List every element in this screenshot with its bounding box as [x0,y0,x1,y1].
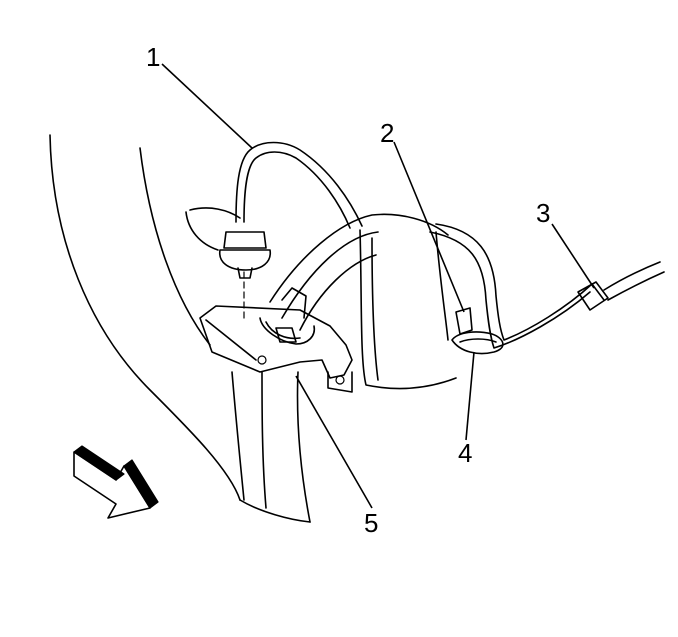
leader-3 [551,223,595,289]
sensor-assembly [219,141,363,319]
leader-5 [295,375,373,509]
hose [429,223,665,349]
leader-1 [161,63,253,149]
callout-4: 4 [458,438,472,468]
callout-labels: 1 2 3 4 5 [146,42,550,538]
leader-4 [465,351,475,441]
reservoir-body [185,207,457,390]
leader-2 [393,141,465,313]
bracket [199,287,353,393]
callout-1: 1 [146,42,160,72]
callout-5: 5 [364,508,378,538]
callout-2: 2 [380,118,394,148]
leader-lines [161,63,595,509]
forward-arrow-icon [73,445,159,519]
clip-assembly [451,307,504,355]
vehicle-panel [49,134,311,523]
callout-3: 3 [536,198,550,228]
